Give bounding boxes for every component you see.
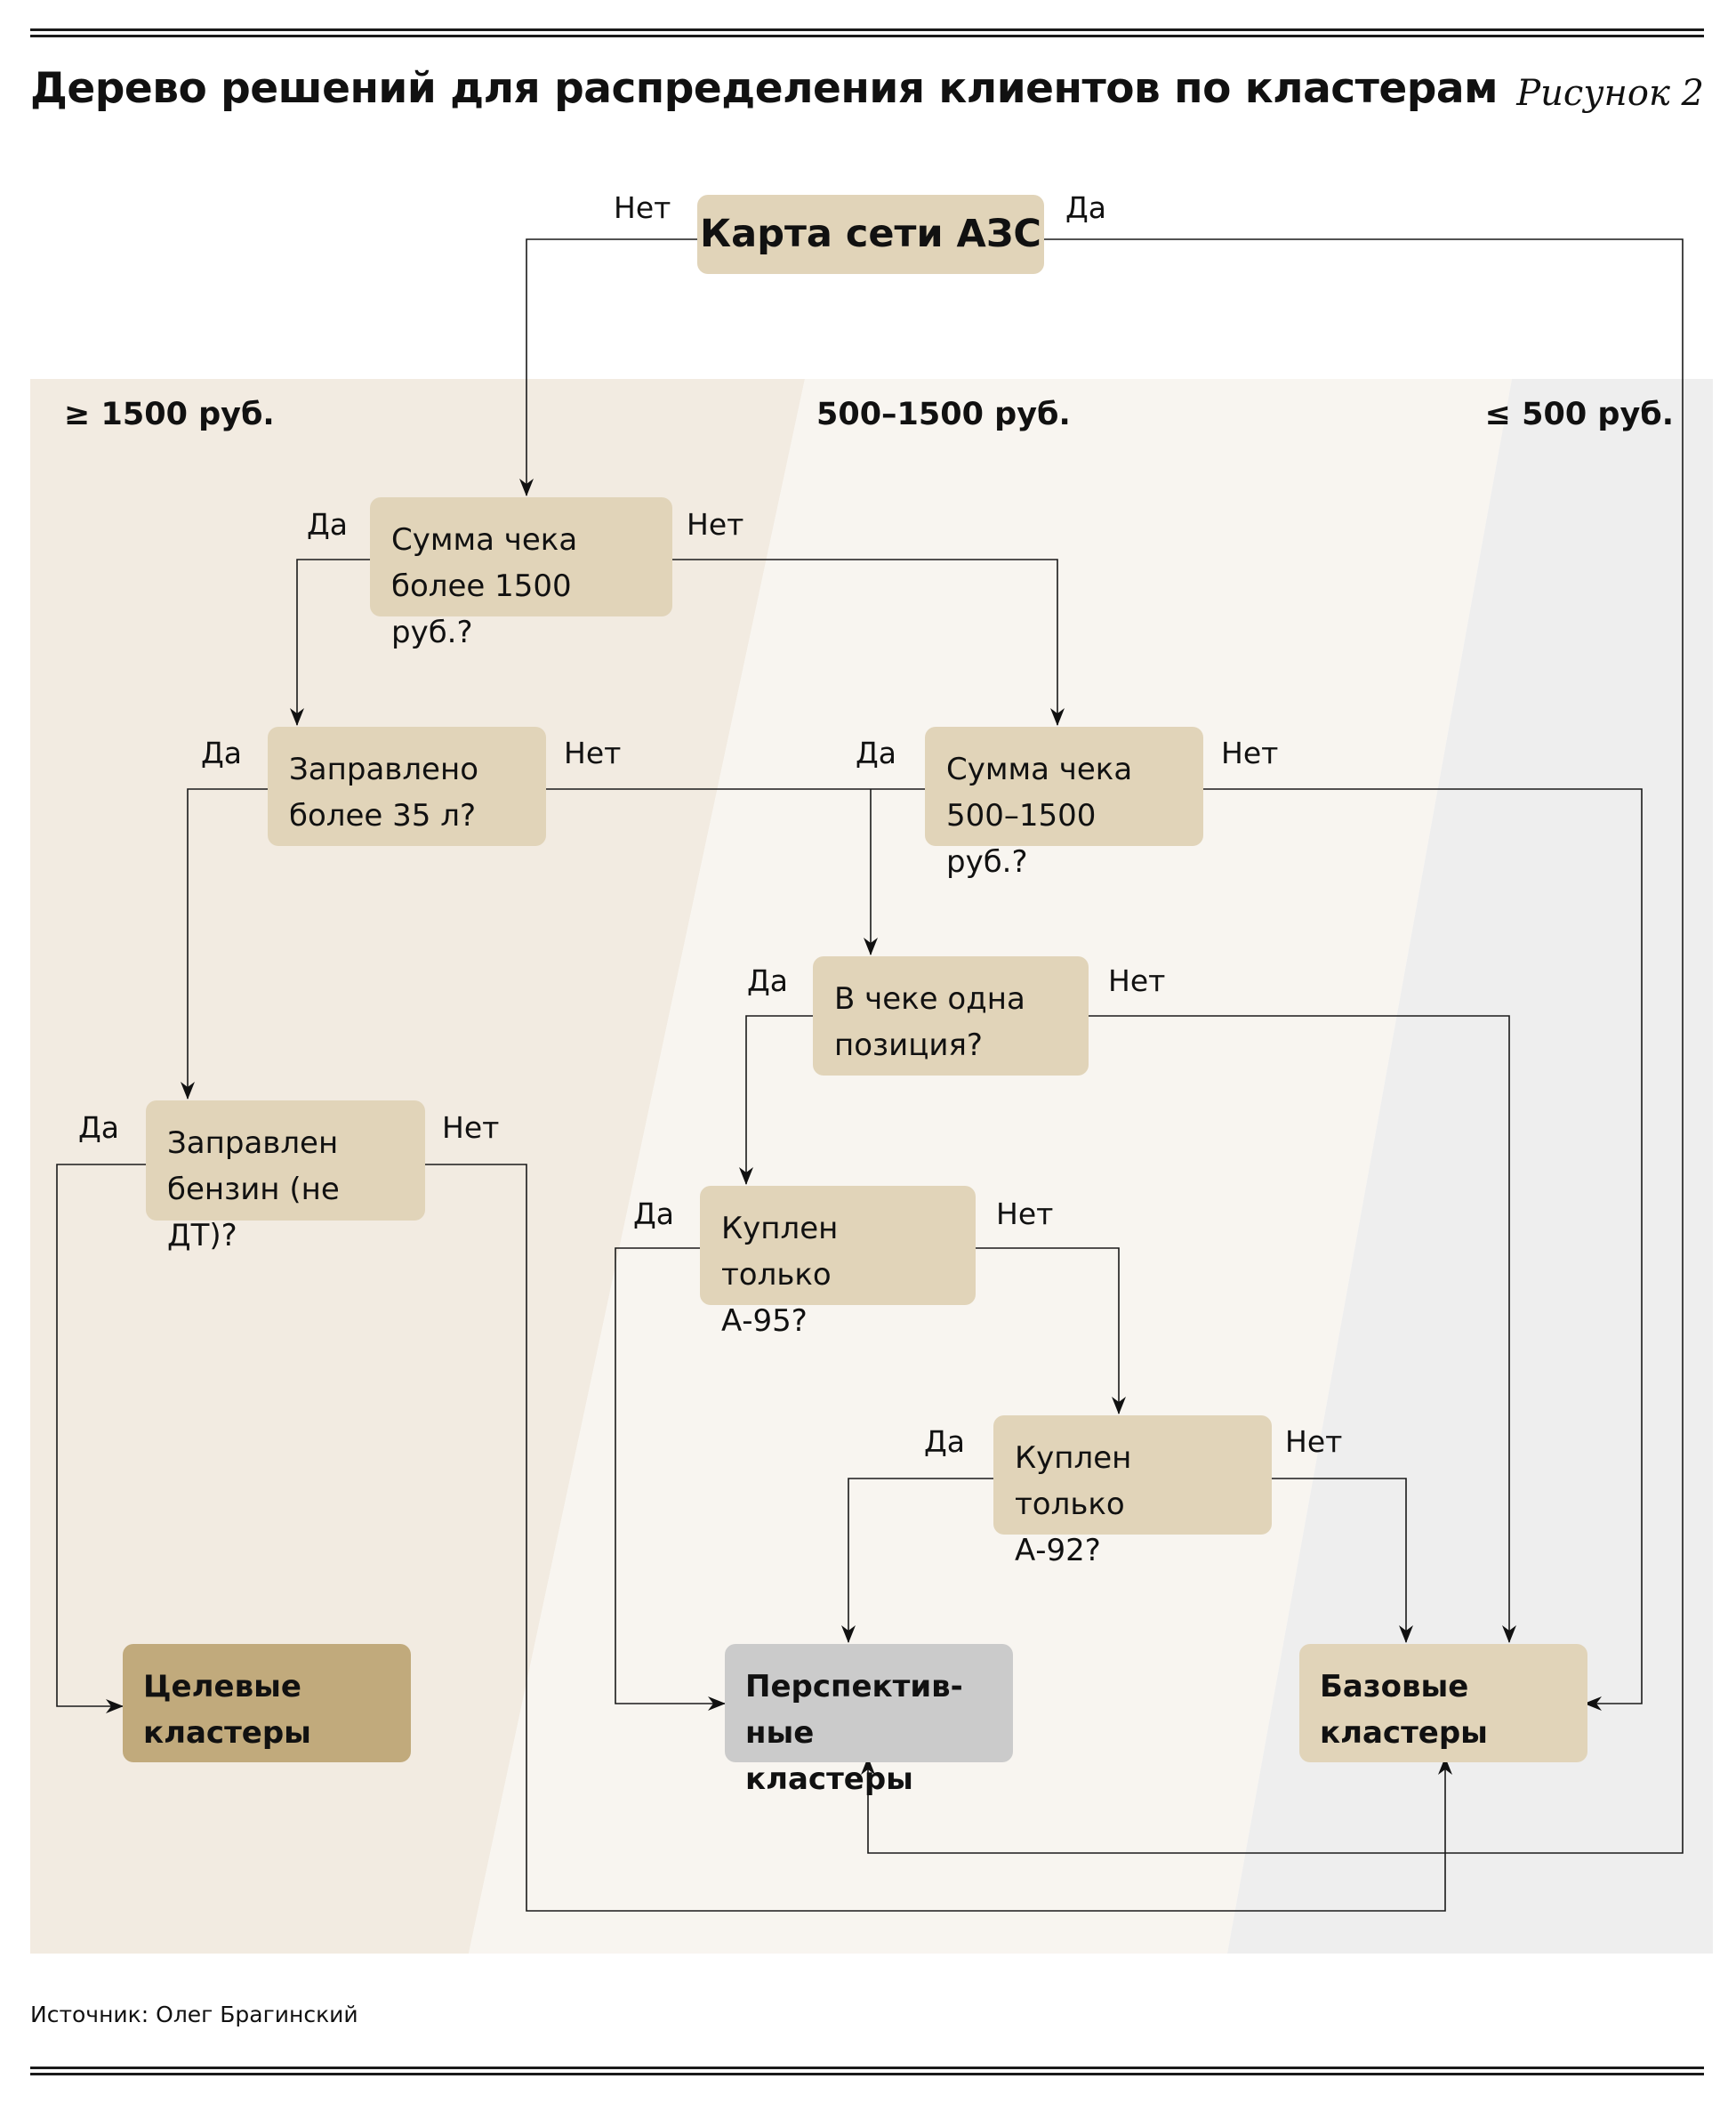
band-label-high: ≥ 1500 руб. [64, 397, 275, 432]
node-check-over-1500: Сумма чека более 1500 руб.? [370, 497, 672, 650]
edge-single-no [1089, 1015, 1516, 1643]
edge-label-a92-no: Нет [1285, 1424, 1343, 1459]
bottom-rule-2 [30, 2073, 1704, 2075]
edge-label-over1500-yes: Да [307, 507, 349, 542]
edge-label-a92-yes: Да [924, 1424, 966, 1459]
node-only-a95: Куплен только А-95? [700, 1186, 976, 1339]
page-title: Дерево решений для распределения клиенто… [30, 64, 1499, 113]
edge-label-fueled-no: Нет [564, 736, 622, 770]
edge-500-1500-no [1203, 788, 1643, 1711]
band-label-low: ≤ 500 руб. [1484, 397, 1674, 432]
node-fueled-over-35: Заправлено более 35 л? [268, 727, 546, 846]
edge-over1500-no [672, 559, 1065, 726]
top-rule-1 [30, 28, 1704, 31]
edge-a95-yes [615, 1247, 726, 1711]
edge-label-500-1500-no: Нет [1221, 736, 1279, 770]
edge-label-root-yes: Да [1065, 190, 1107, 225]
band-low [1227, 379, 1713, 1954]
edge-a95-no [976, 1247, 1126, 1414]
edge-label-single-yes: Да [747, 963, 789, 998]
edge-label-root-no: Нет [614, 190, 671, 225]
node-only-a92: Куплен только А-92? [993, 1415, 1272, 1568]
node-check-500-1500: Сумма чека 500–1500 руб.? [925, 727, 1203, 880]
node-target-clusters: Целевые кластеры [123, 1644, 411, 1762]
edge-over1500-yes [290, 559, 370, 726]
node-single-item: В чеке одна позиция? [813, 956, 1089, 1076]
edge-label-a95-yes: Да [633, 1197, 675, 1231]
edge-a92-yes [841, 1478, 993, 1643]
edge-label-single-no: Нет [1108, 963, 1166, 998]
bottom-rule-1 [30, 2067, 1704, 2069]
edge-fueled-yes [181, 788, 268, 1100]
top-rule-2 [30, 35, 1704, 37]
figure-label: Рисунок 2 [1516, 73, 1704, 114]
node-base-clusters: Базовые кластеры [1299, 1644, 1587, 1762]
band-label-mid: 500–1500 руб. [816, 397, 1071, 432]
edge-label-gasoline-yes: Да [78, 1110, 120, 1145]
edge-label-gasoline-no: Нет [442, 1110, 500, 1145]
node-prospective-clusters: Перспектив- ные кластеры [725, 1644, 1013, 1797]
edge-gasoline-yes [56, 1164, 146, 1713]
edge-single-yes [739, 1015, 813, 1185]
edge-label-a95-no: Нет [996, 1197, 1054, 1231]
edge-label-over1500-no: Нет [687, 507, 744, 542]
edge-root-no [519, 238, 697, 496]
node-root: Карта сети АЗС [697, 195, 1044, 274]
edge-gasoline-no [425, 1164, 1452, 1912]
node-gasoline-not-diesel: Заправлен бензин (не ДТ)? [146, 1100, 425, 1253]
edge-label-500-1500-yes: Да [856, 736, 897, 770]
edge-a92-no [1272, 1478, 1413, 1643]
edge-root-yes [861, 238, 1684, 1854]
band-mid [469, 379, 1512, 1954]
edge-label-fueled-yes: Да [201, 736, 243, 770]
source-note: Источник: Олег Брагинский [30, 2002, 358, 2027]
